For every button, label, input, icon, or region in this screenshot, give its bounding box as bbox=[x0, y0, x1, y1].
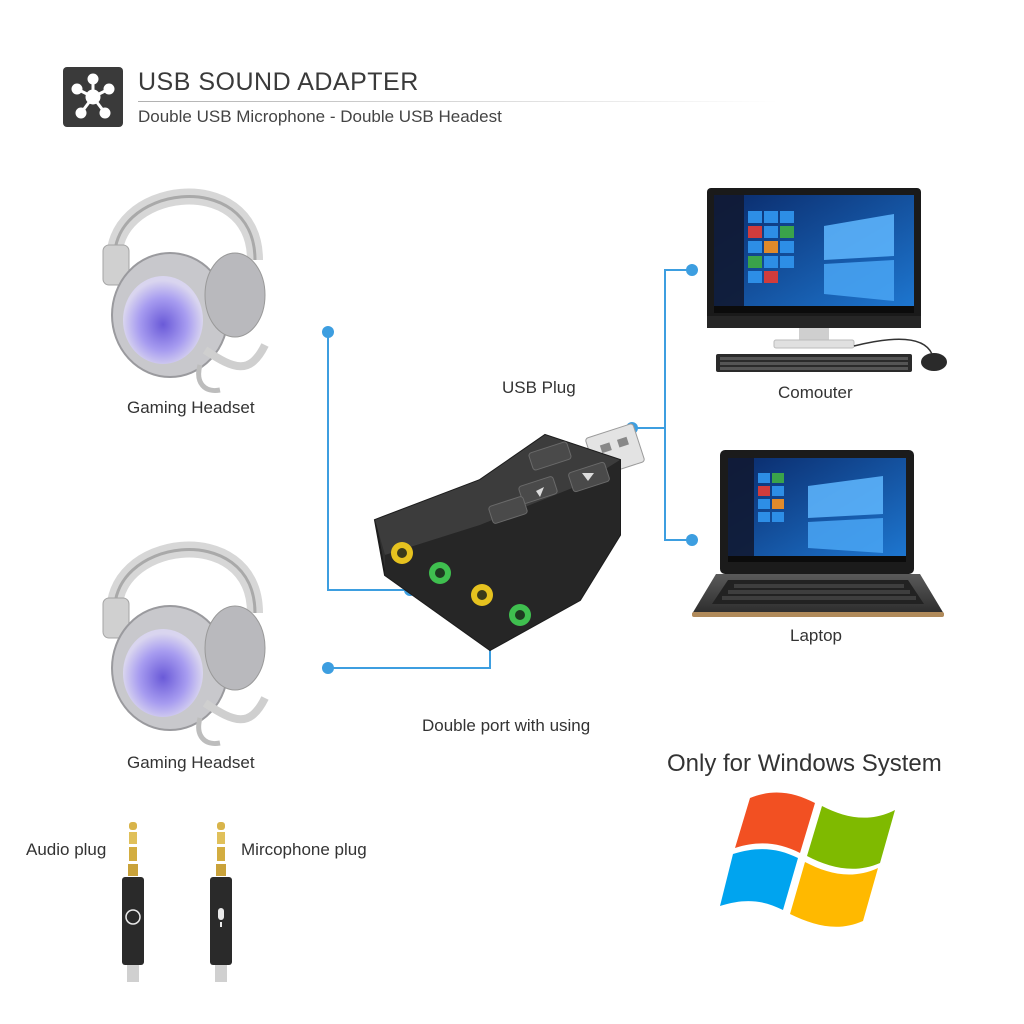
header-logo-icon bbox=[63, 67, 123, 127]
page-subtitle: Double USB Microphone - Double USB Heade… bbox=[138, 107, 502, 126]
audio-plug-label: Audio plug bbox=[26, 840, 107, 859]
usb-plug-label: USB Plug bbox=[502, 378, 576, 397]
windows-only-label: Only for Windows System bbox=[667, 750, 942, 777]
network-nodes-icon bbox=[71, 73, 115, 119]
double-port-label: Double port with using bbox=[422, 716, 591, 735]
gaming-headset-top-image bbox=[102, 188, 269, 394]
headphone-icon bbox=[125, 909, 141, 925]
windows-logo-icon bbox=[720, 792, 895, 927]
title-divider bbox=[138, 101, 778, 102]
laptop-label: Laptop bbox=[790, 626, 842, 645]
usb-sound-adapter-image bbox=[373, 423, 645, 652]
headset-top-label: Gaming Headset bbox=[127, 398, 255, 417]
headset-bottom-label: Gaming Headset bbox=[127, 753, 255, 772]
microphone-icon bbox=[218, 908, 224, 927]
desktop-computer-image bbox=[707, 188, 947, 372]
microphone-plug-image bbox=[210, 822, 232, 982]
page-title: USB SOUND ADAPTER bbox=[138, 68, 419, 96]
microphone-plug-label: Mircophone plug bbox=[241, 840, 367, 859]
computer-label: Comouter bbox=[778, 383, 853, 402]
audio-plug-image bbox=[122, 822, 144, 982]
gaming-headset-bottom-image bbox=[102, 541, 269, 747]
laptop-image bbox=[692, 450, 944, 617]
